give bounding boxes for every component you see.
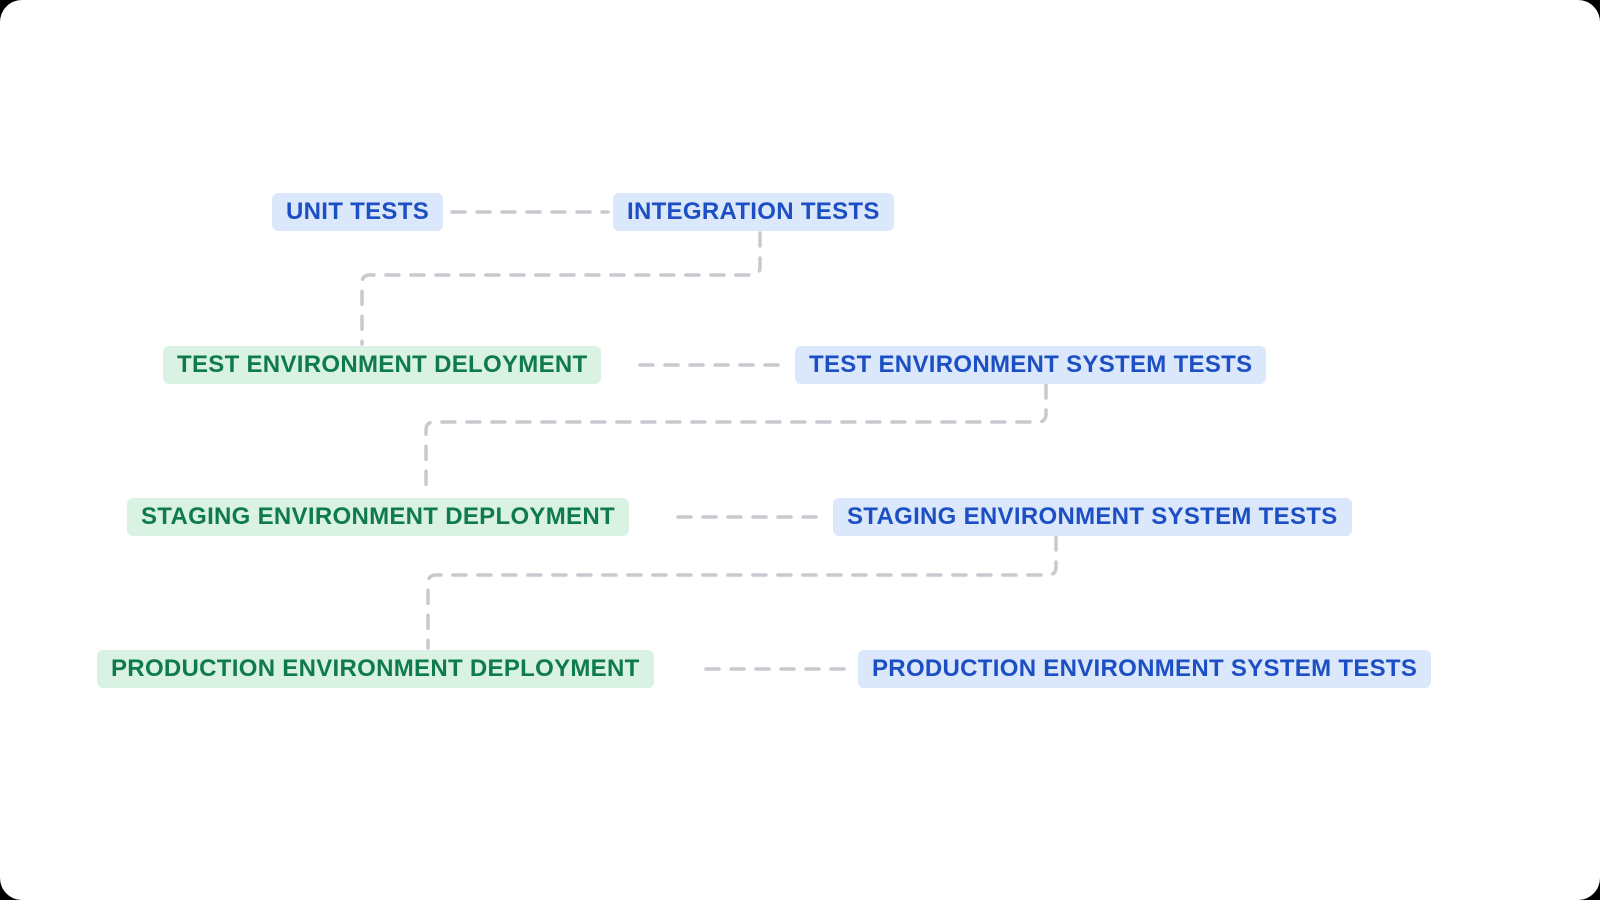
node-staging-environment-deployment: STAGING ENVIRONMENT DEPLOYMENT: [127, 498, 629, 537]
node-staging-environment-system-tests: STAGING ENVIRONMENT SYSTEM TESTS: [833, 498, 1352, 537]
node-test-environment-system-tests: TEST ENVIRONMENT SYSTEM TESTS: [795, 346, 1267, 385]
node-test-environment-deployment: TEST ENVIRONMENT DELOYMENT: [163, 346, 602, 385]
edge-test-system-tests-to-staging-deployment: [424, 383, 1048, 498]
edge-staging-system-tests-to-production-deployment: [426, 535, 1058, 650]
node-unit-tests: UNIT TESTS: [272, 193, 444, 232]
node-production-environment-deployment: PRODUCTION ENVIRONMENT DEPLOYMENT: [97, 650, 654, 689]
node-integration-tests: INTEGRATION TESTS: [613, 193, 894, 232]
node-production-environment-system-tests: PRODUCTION ENVIRONMENT SYSTEM TESTS: [858, 650, 1432, 689]
edge-integration-to-test-deployment: [360, 231, 762, 346]
